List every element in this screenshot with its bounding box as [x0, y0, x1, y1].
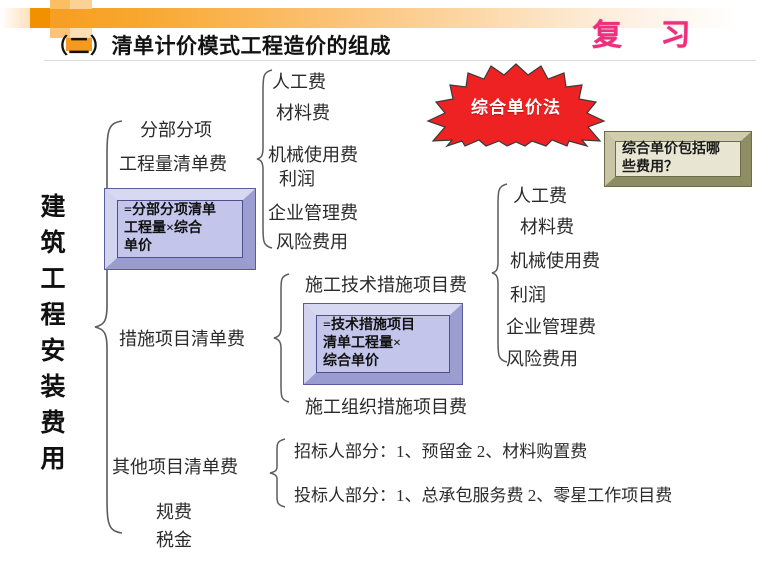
banner-fade-block [0, 8, 30, 28]
branch2-item-1: 材料费 [520, 217, 574, 237]
formula-box-1-face: =分部分项清单 工程量×综合 单价 [117, 200, 243, 258]
branch2-sub1: 施工技术措施项目费 [305, 275, 467, 295]
formula-box-2-text: =技术措施项目 清单工程量× 综合单价 [323, 318, 415, 369]
root-label-vertical: 建 筑 工 程 安 装 费 用 [36, 190, 70, 478]
formula-box-1-text: =分部分项清单 工程量×综合 单价 [124, 203, 216, 254]
branch2-item-4: 企业管理费 [506, 317, 596, 337]
branch3-row-1: 投标人部分：1、总承包服务费 2、零星工作项目费 [294, 486, 673, 505]
review-stamp: 复 习 [592, 18, 705, 53]
banner-square-2 [70, 0, 92, 9]
branch2-item-5: 风险费用 [506, 349, 578, 369]
banner-square-5 [70, 28, 92, 38]
branch2-brace [273, 273, 290, 403]
root-label-char-2: 筑 [40, 230, 66, 257]
question-box-text: 综合单价包括哪 些费用？ [622, 142, 720, 175]
branch4-item-2: 税金 [156, 530, 192, 550]
branch1-item-4: 企业管理费 [268, 203, 358, 223]
question-callout-box: 综合单价包括哪 些费用？ [604, 131, 752, 187]
branch3-row-0: 招标人部分：1、预留金 2、材料购置费 [294, 442, 588, 461]
banner-square-1 [50, 0, 70, 9]
root-label-char-5: 安 [40, 338, 66, 365]
branch1-items-brace [256, 69, 273, 249]
branch1-item-0: 人工费 [272, 72, 326, 92]
branch4-item-1: 规费 [156, 502, 192, 522]
formula-box-2-face: =技术措施项目 清单工程量× 综合单价 [316, 315, 450, 373]
starburst-shape [426, 63, 606, 148]
root-label-char-4: 程 [40, 302, 66, 329]
header-banner [0, 8, 760, 28]
branch2-sub2: 施工组织措施项目费 [305, 397, 467, 417]
root-label-char-7: 费 [40, 410, 66, 437]
root-label-char-8: 用 [40, 446, 66, 473]
formula-box-jishucuoshi: =技术措施项目 清单工程量× 综合单价 [303, 303, 463, 385]
page-title: （二）清单计价模式工程造价的组成 [47, 34, 391, 58]
starburst-callout: 综合单价法 [424, 62, 608, 148]
title-divider [44, 60, 756, 61]
root-label-char-3: 工 [40, 266, 66, 293]
branch2-items-brace [491, 183, 508, 363]
branch3-label: 其他项目清单费 [112, 457, 238, 477]
root-label-char-1: 建 [40, 194, 66, 221]
formula-box-fenbufenxiang: =分部分项清单 工程量×综合 单价 [104, 188, 256, 270]
branch2-label: 措施项目清单费 [119, 329, 245, 349]
branch2-item-0: 人工费 [513, 186, 567, 206]
branch1-label-line1: 分部分项 [140, 120, 212, 140]
branch1-item-2: 机械使用费 [268, 145, 358, 165]
question-box-face: 综合单价包括哪 些费用？ [615, 141, 741, 177]
branch2-item-3: 利润 [510, 285, 546, 305]
branch3-brace [269, 438, 286, 508]
formula-box-1-bevel [105, 189, 255, 269]
root-label-char-6: 装 [40, 374, 66, 401]
starburst-label: 综合单价法 [471, 97, 561, 117]
banner-square-4 [50, 28, 70, 38]
question-box-bevel [605, 132, 751, 186]
branch1-label-line2: 工程量清单费 [119, 154, 227, 174]
branch2-item-2: 机械使用费 [510, 251, 600, 271]
root-brace [94, 120, 123, 534]
branch1-item-1: 材料费 [276, 103, 330, 123]
formula-box-2-bevel [304, 304, 462, 384]
banner-square-3 [30, 8, 50, 28]
branch1-item-3: 利润 [279, 169, 315, 189]
branch1-item-5: 风险费用 [276, 232, 348, 252]
banner-square-6 [66, 38, 92, 51]
